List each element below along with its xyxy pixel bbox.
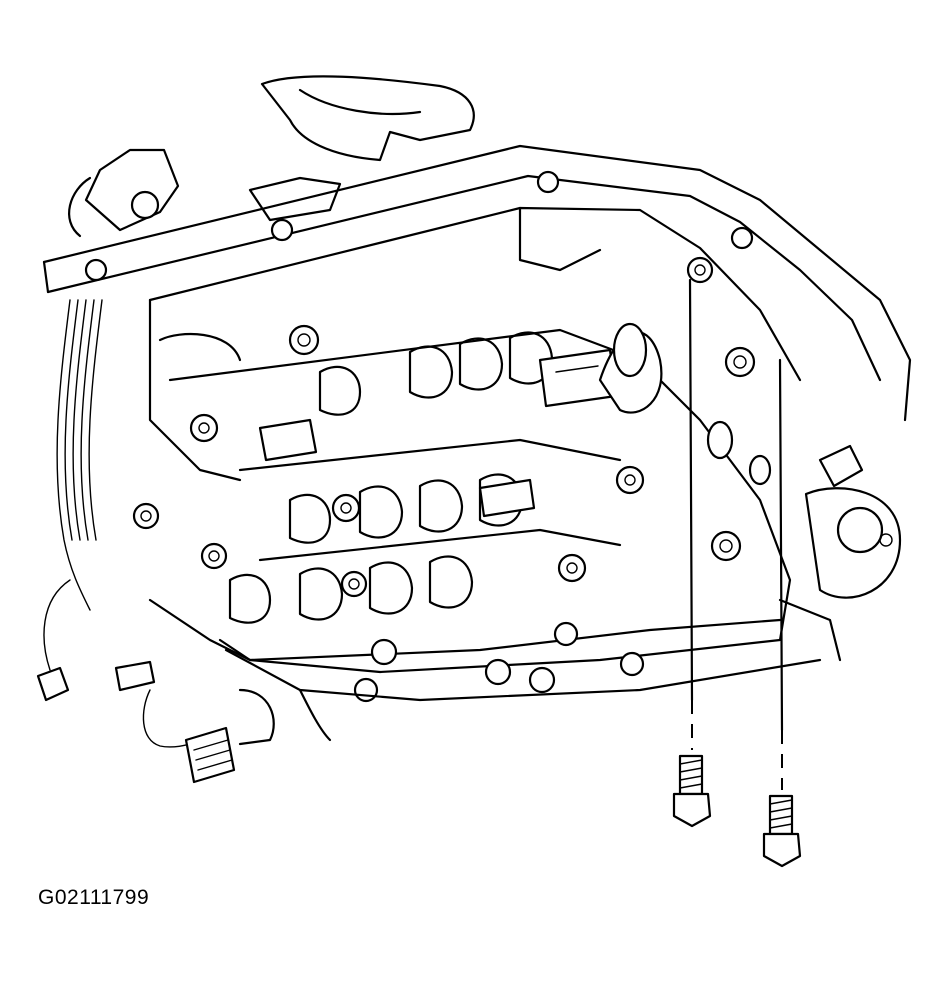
flange-bolt (84, 258, 108, 282)
flange-bolt (270, 218, 294, 242)
wiring-harness (36, 299, 332, 784)
pan-lower-edge (224, 648, 822, 702)
harness-connector (114, 660, 156, 692)
valve-body (148, 322, 792, 674)
case-bolt (130, 190, 160, 220)
flange-bolt (730, 226, 754, 250)
valve-body-bolt-left (672, 754, 712, 828)
figure-id-label: G02111799 (38, 886, 150, 909)
valve-body-bolt-right (762, 794, 802, 868)
valve-body-bolts (132, 256, 756, 703)
flange-bolt (536, 170, 560, 194)
right-connector-assembly (778, 444, 902, 662)
pan-inner-wall (148, 206, 802, 482)
installation-guide-lines (688, 278, 784, 790)
pan-flange (42, 144, 912, 422)
transmission-case-top (68, 75, 475, 238)
harness-plug (184, 726, 236, 784)
harness-connector (36, 666, 70, 702)
